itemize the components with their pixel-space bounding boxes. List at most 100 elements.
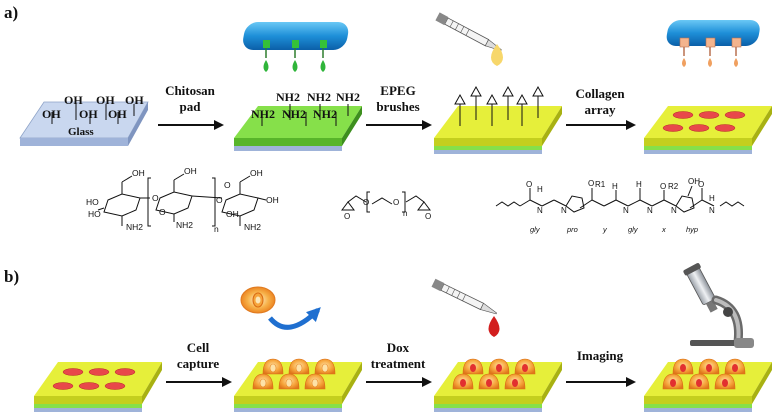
svg-text:O: O: [660, 182, 666, 191]
collagen-spot: [662, 124, 684, 132]
cell: [252, 373, 274, 390]
amine-groups: NH2 NH2 NH2 NH2 NH2 NH2: [251, 90, 360, 126]
oh-group: OH: [125, 93, 144, 107]
svg-text:n: n: [403, 209, 407, 218]
step-label: Dox: [387, 340, 410, 355]
collagen-array-slide: [644, 106, 772, 154]
step-label: capture: [177, 356, 220, 371]
collagen-spot: [698, 111, 720, 119]
cell: [314, 358, 336, 375]
chitosan-slide: [234, 106, 362, 151]
nh2-group: NH2: [282, 107, 306, 121]
step-label: Cell: [187, 340, 210, 355]
svg-text:O: O: [588, 179, 594, 188]
cell: [714, 373, 736, 390]
svg-text:NH2: NH2: [126, 222, 143, 232]
svg-text:O: O: [698, 180, 704, 189]
cell: [698, 358, 720, 375]
epeg-structure: O O n O O: [341, 191, 431, 221]
printer-head-chitosan: [243, 22, 349, 72]
cell: [262, 358, 284, 375]
oh-group: OH: [79, 107, 98, 121]
nh2-group: NH2: [307, 90, 331, 104]
nh2-group: NH2: [276, 90, 300, 104]
svg-text:O: O: [216, 195, 223, 205]
cell: [278, 373, 300, 390]
svg-text:R2: R2: [668, 182, 679, 191]
svg-text:OH: OH: [184, 166, 197, 176]
svg-text:HO: HO: [86, 197, 99, 207]
cell: [504, 373, 526, 390]
collagen-spot: [724, 111, 746, 119]
svg-text:OH: OH: [266, 195, 279, 205]
svg-text:O: O: [224, 180, 231, 190]
svg-text:N: N: [623, 206, 629, 215]
glass-label: Glass: [68, 126, 94, 138]
svg-text:O: O: [344, 212, 350, 221]
nh2-group: NH2: [336, 90, 360, 104]
microscope-icon: [683, 263, 754, 348]
cell: [462, 358, 484, 375]
svg-text:OH: OH: [250, 168, 263, 178]
collagen-spot: [714, 124, 736, 132]
svg-text:NH2: NH2: [244, 222, 261, 232]
cell: [478, 373, 500, 390]
imaged-cells: [662, 358, 746, 390]
pipette-icon: [431, 278, 497, 315]
svg-text:OH: OH: [688, 177, 700, 186]
cell: [288, 358, 310, 375]
epeg-slide: [434, 106, 562, 154]
svg-text:N: N: [709, 206, 715, 215]
residue-label: hyp: [686, 225, 698, 234]
svg-text:O: O: [425, 212, 431, 221]
residue-label: gly: [628, 225, 639, 234]
collagen-spot: [688, 124, 710, 132]
svg-text:O: O: [393, 198, 399, 207]
capture-arrow: [268, 307, 321, 330]
residue-label: pro: [566, 225, 578, 234]
svg-text:n: n: [214, 224, 219, 234]
nh2-group: NH2: [251, 107, 275, 121]
svg-text:N: N: [561, 206, 567, 215]
cell-icon: [240, 286, 276, 314]
cell: [724, 358, 746, 375]
step-label: treatment: [371, 356, 426, 371]
dox-droplet: [488, 316, 500, 337]
cell: [662, 373, 684, 390]
panel-b-label: b): [4, 267, 19, 286]
oh-group: OH: [108, 107, 127, 121]
collagen-structure: O H N N R1 O H N H N R2 O N OH O H N gly…: [495, 177, 745, 234]
oh-group: OH: [42, 107, 61, 121]
nh2-group: NH2: [313, 107, 337, 121]
residue-label: y: [602, 225, 608, 234]
cell: [452, 373, 474, 390]
svg-text:O: O: [526, 180, 532, 189]
svg-text:H: H: [636, 180, 642, 189]
panel-a-label: a): [4, 3, 18, 22]
svg-text:R1: R1: [595, 180, 606, 189]
epeg-droplet: [491, 44, 503, 66]
collagen-array-slide: [34, 362, 162, 412]
svg-text:O: O: [363, 198, 369, 207]
printer-head-collagen: [666, 20, 760, 67]
glass-slide: Glass: [19, 101, 149, 146]
oh-group: OH: [96, 93, 115, 107]
treated-cells: [452, 358, 536, 390]
svg-text:NH2: NH2: [176, 220, 193, 230]
oh-group: OH: [64, 93, 83, 107]
svg-text:OH: OH: [226, 209, 239, 219]
epoxide-brushes: [454, 85, 544, 126]
svg-text:O: O: [159, 207, 166, 217]
svg-text:H: H: [612, 182, 618, 191]
pipette-icon: [435, 12, 502, 51]
residue-label: gly: [530, 225, 541, 234]
step-label: Collagen: [575, 86, 625, 101]
step-label: Chitosan: [165, 83, 216, 98]
svg-text:H: H: [709, 194, 715, 203]
step-label: Imaging: [577, 348, 624, 363]
svg-text:OH: OH: [132, 168, 145, 178]
residue-label: x: [661, 225, 666, 234]
collagen-spot: [672, 111, 694, 119]
